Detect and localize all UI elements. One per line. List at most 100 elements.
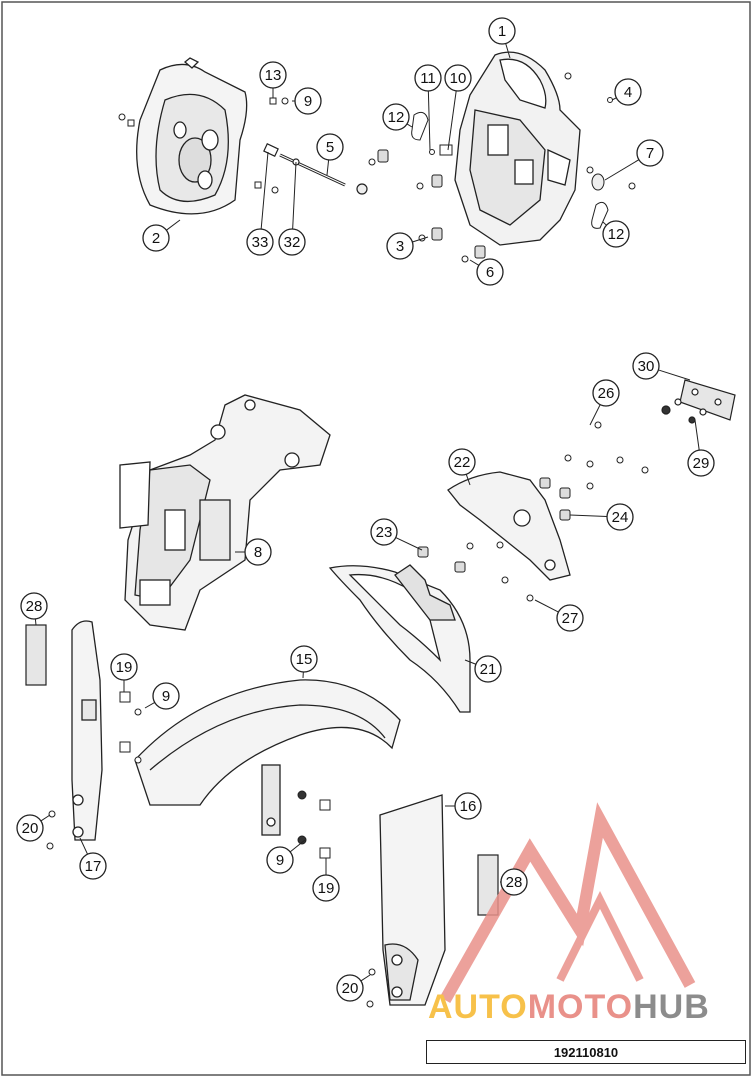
callout-33: 33 xyxy=(246,151,274,256)
fender-fasteners xyxy=(119,691,331,859)
part-reflector-left xyxy=(25,624,47,686)
callout-number: 20 xyxy=(22,820,39,837)
callout-circle xyxy=(20,592,48,620)
callout-leader-line xyxy=(406,123,413,128)
callout-28: 28 xyxy=(500,868,528,896)
callout-circle xyxy=(592,379,620,407)
logo-part-auto: AUTO xyxy=(428,988,528,1026)
callout-number: 9 xyxy=(304,93,312,110)
callout-leader-line xyxy=(658,369,691,381)
callout-leader-line xyxy=(569,514,608,517)
callout-leader-line xyxy=(534,599,559,613)
callout-circle xyxy=(556,604,584,632)
callout-circle xyxy=(142,224,170,252)
callout-leader-line xyxy=(602,221,607,226)
callout-4: 4 xyxy=(611,78,642,106)
part-front-fender xyxy=(134,679,401,836)
callout-circle xyxy=(602,220,630,248)
part-reflector-plate xyxy=(661,379,736,424)
callout-circle xyxy=(79,852,107,880)
callout-leader-line xyxy=(464,659,477,665)
callout-leader-line xyxy=(292,161,297,230)
callout-circle xyxy=(290,645,318,673)
callout-circle xyxy=(488,17,516,45)
callout-23: 23 xyxy=(370,518,423,551)
callout-circle xyxy=(246,228,274,256)
callout-circle xyxy=(476,258,504,286)
callout-number: 24 xyxy=(612,509,629,526)
callout-8: 8 xyxy=(235,538,272,566)
fork-right-screws xyxy=(366,968,376,1008)
callout-20: 20 xyxy=(16,814,51,842)
callout-circle xyxy=(636,139,664,167)
callout-16: 16 xyxy=(445,792,482,820)
callout-9: 9 xyxy=(292,87,322,115)
callout-circle xyxy=(152,682,180,710)
callout-number: 2 xyxy=(152,230,160,247)
callout-number: 20 xyxy=(342,980,359,997)
callout-leader-line xyxy=(589,404,601,426)
callout-9: 9 xyxy=(144,682,180,710)
callout-circle xyxy=(454,792,482,820)
callout-number: 3 xyxy=(396,238,404,255)
callout-circle xyxy=(278,228,306,256)
part-headlight-housing xyxy=(454,51,581,246)
callout-number: 19 xyxy=(116,659,133,676)
logo-part-hub: HUB xyxy=(633,988,710,1026)
callout-number: 9 xyxy=(162,688,170,705)
callout-circle xyxy=(336,974,364,1002)
callout-number: 32 xyxy=(284,234,301,251)
callout-circle xyxy=(606,503,634,531)
callout-12: 12 xyxy=(602,220,630,248)
callout-circle xyxy=(259,61,287,89)
callout-leader-line xyxy=(694,419,700,451)
callout-19: 19 xyxy=(312,858,340,902)
part-fork-guard-right xyxy=(379,794,446,1006)
callout-number: 8 xyxy=(254,544,262,561)
callout-number: 12 xyxy=(388,109,405,126)
callout-number: 13 xyxy=(265,67,282,84)
callout-number: 1 xyxy=(498,23,506,40)
callout-26: 26 xyxy=(589,379,620,426)
callout-15: 15 xyxy=(290,645,318,679)
callout-number: 15 xyxy=(296,651,313,668)
callout-leader-line xyxy=(447,90,457,151)
callout-circle xyxy=(244,538,272,566)
callout-30: 30 xyxy=(632,352,691,381)
callout-leader-line xyxy=(144,702,155,709)
callout-number: 26 xyxy=(598,385,615,402)
callout-number: 6 xyxy=(486,264,494,281)
callout-leader-line xyxy=(289,839,306,853)
callout-32: 32 xyxy=(278,161,306,256)
callout-number: 16 xyxy=(460,798,477,815)
callout-6: 6 xyxy=(469,258,504,286)
callout-number: 12 xyxy=(608,226,625,243)
part-fork-guard-left xyxy=(71,620,103,841)
callout-13: 13 xyxy=(259,61,287,98)
callout-number: 22 xyxy=(454,454,471,471)
callout-leader-line xyxy=(412,236,429,243)
callout-11: 11 xyxy=(414,64,442,151)
callout-number: 11 xyxy=(420,70,436,87)
housing-grommets xyxy=(368,149,486,263)
callout-number: 23 xyxy=(376,524,393,541)
callout-number: 33 xyxy=(252,234,269,251)
reference-number: 192110810 xyxy=(553,1044,619,1060)
callout-number: 28 xyxy=(26,598,43,615)
callout-number: 27 xyxy=(562,610,579,627)
callout-leader-line xyxy=(260,151,269,230)
callout-number: 9 xyxy=(276,852,284,869)
callout-circle xyxy=(266,846,294,874)
callout-leader-line xyxy=(427,90,431,151)
callout-3: 3 xyxy=(386,232,429,260)
callout-leader-line xyxy=(604,159,640,181)
callout-circle xyxy=(110,653,138,681)
callout-circle xyxy=(500,868,528,896)
callout-circle xyxy=(294,87,322,115)
callout-19: 19 xyxy=(110,653,138,692)
callout-5: 5 xyxy=(316,133,344,176)
callout-number: 30 xyxy=(638,358,655,375)
callout-circle xyxy=(386,232,414,260)
